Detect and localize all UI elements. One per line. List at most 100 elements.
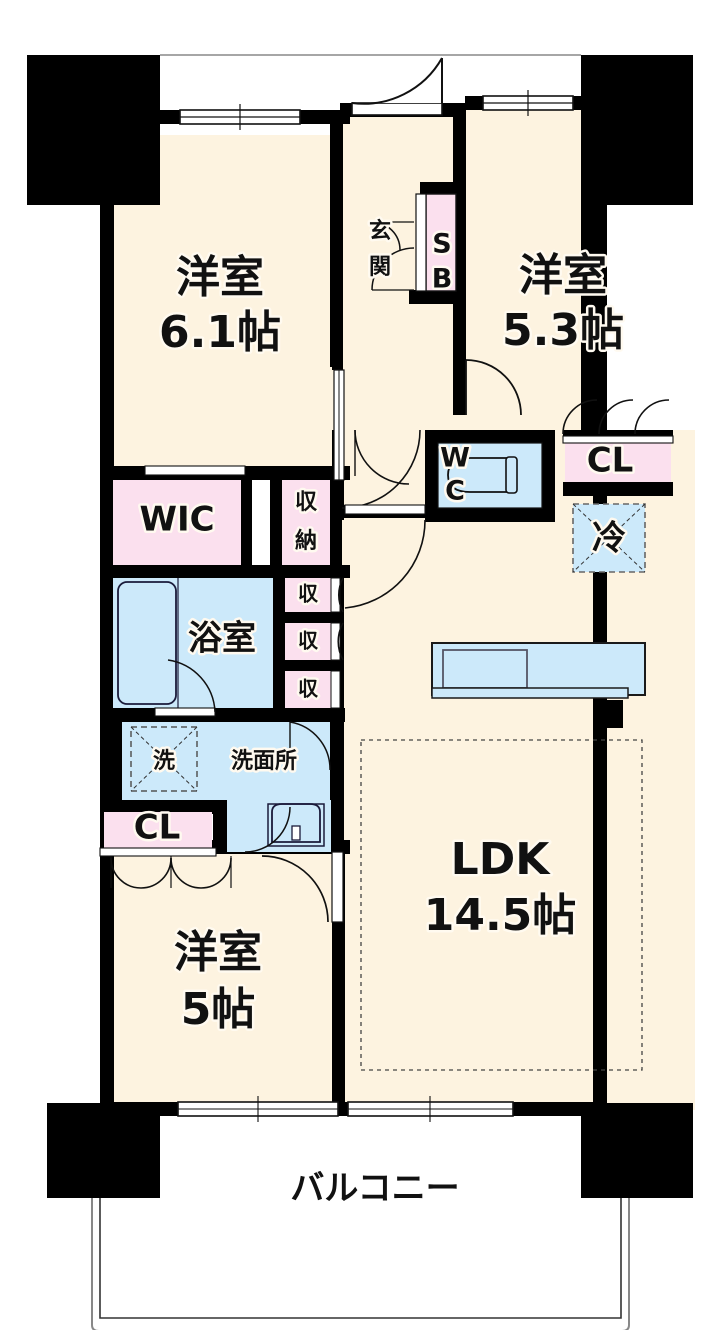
label-shuno-2: 納 — [295, 528, 317, 554]
block-shu-3 — [285, 671, 331, 708]
label-ldk-area: 14.5帖 — [424, 890, 577, 941]
wall-wic-bottom — [100, 565, 350, 578]
bathroom-door-arc — [167, 659, 216, 713]
label-shu-1: 収 — [298, 582, 319, 606]
vanity-cabinet-icon — [267, 803, 325, 847]
label-shuno-1: 収 — [295, 490, 318, 515]
label-wc-2: C — [445, 476, 465, 507]
colored-blocks — [99, 193, 674, 889]
entrance-door-panel-fill — [352, 58, 442, 104]
windows-top — [160, 54, 581, 130]
washroom-door-arc-1 — [289, 721, 331, 771]
shoe-box-door — [415, 193, 427, 292]
block-wic — [113, 480, 241, 565]
wall-wic-right — [240, 466, 252, 574]
label-washitsu-61-area: 6.1帖 — [159, 307, 281, 358]
label-wc-1: W — [440, 443, 470, 474]
wall-ldk-counter-stub — [593, 700, 623, 728]
label-shoe-box-1: S — [432, 229, 451, 260]
wall-53-right — [581, 190, 593, 435]
label-ldk-name: LDK — [451, 834, 552, 885]
bathroom-door-sill — [154, 707, 216, 717]
balcony-inner-rail — [99, 1198, 622, 1319]
room5-door-arc — [261, 855, 329, 923]
kitchen-counter-edge — [431, 687, 629, 699]
wall-closet-div-1 — [285, 612, 332, 623]
label-washroom: 洗面所 — [231, 749, 297, 774]
label-balcony: バルコニー — [290, 1169, 459, 1209]
wall-bath-right — [272, 565, 285, 720]
wall-cl-right-bottom — [563, 482, 673, 496]
cl-right-door-arcs — [562, 399, 670, 435]
label-cl-left: CL — [134, 808, 181, 848]
balcony-area — [91, 1198, 630, 1330]
label-washitsu-53-area: 5.3帖 — [502, 305, 624, 356]
column-bottom-right — [581, 1103, 693, 1198]
kitchen-sink-icon — [442, 649, 528, 689]
door-53-arc — [465, 359, 522, 416]
label-cl-right: CL — [587, 441, 634, 481]
shu-1-arc — [337, 577, 344, 613]
vanity-faucet-icon — [291, 825, 301, 841]
wall-closet-div-3 — [285, 708, 345, 721]
wall-closet-div-2 — [285, 660, 332, 671]
balcony-outer-rail — [91, 1198, 630, 1330]
label-shu-2: 収 — [298, 629, 319, 653]
corridor-door-sill — [344, 504, 426, 515]
label-washitsu-53-name: 洋室 — [519, 250, 607, 301]
washroom-door-arc-2 — [244, 806, 291, 853]
block-shoe-box — [425, 193, 457, 292]
wall-sb-bottom2 — [409, 290, 466, 304]
door-swings — [261, 221, 522, 923]
room5-sliding-door — [331, 851, 344, 923]
block-cl-left — [104, 812, 212, 848]
corridor-door-arc-3 — [344, 519, 426, 609]
column-bottom-left — [47, 1103, 160, 1198]
label-genkan-2: 関 — [369, 255, 391, 280]
fridge-x2 — [572, 503, 646, 573]
cl-right-door-sill — [562, 435, 674, 444]
room-labels: 洋室 6.1帖 洋室 5.3帖 洋室 5帖 LDK 14.5帖 玄 関 S B … — [131, 216, 636, 1209]
ldk-area-outline — [360, 739, 643, 1071]
bathtub-icon — [117, 581, 177, 705]
wall-washroom-right — [330, 722, 344, 852]
toilet-tank-icon — [505, 456, 518, 494]
wall-wc-left — [425, 430, 438, 522]
wall-shuno-left — [270, 466, 282, 574]
label-washitsu-61-name: 洋室 — [176, 252, 264, 303]
cl-left-door-sill — [99, 847, 217, 857]
floor-washitsu-5 — [100, 845, 345, 1110]
shu-2-arc — [337, 622, 344, 661]
wall-wc-top — [425, 430, 555, 443]
windows-bottom — [177, 1096, 514, 1122]
wic-door-sill — [144, 465, 246, 476]
label-washer: 洗 — [153, 749, 175, 774]
wall-bath-left — [100, 565, 113, 720]
wall-cl-left-top — [100, 800, 225, 814]
wall-hall-left-upper — [332, 110, 343, 370]
label-washitsu-5-name: 洋室 — [174, 927, 262, 978]
floor-washitsu-53-top — [465, 103, 593, 198]
shu-2-door — [330, 622, 341, 661]
washer-x2 — [130, 726, 198, 792]
label-genkan-1: 玄 — [369, 218, 391, 244]
block-shu-1 — [285, 578, 331, 612]
label-refrigerator: 冷 — [592, 519, 626, 559]
label-shoe-box-2: B — [432, 264, 453, 295]
entrance-door-sill — [351, 102, 443, 116]
wall-exterior-right — [593, 103, 607, 1115]
label-shu-3: 収 — [298, 677, 319, 701]
label-wic: WIC — [139, 500, 214, 540]
wall-wc-right — [542, 430, 555, 522]
wall-sb-top — [420, 182, 466, 194]
label-bathroom: 浴室 — [188, 619, 256, 659]
shu-1-door — [330, 577, 341, 613]
block-shu-2 — [285, 623, 331, 660]
block-cl-right — [565, 442, 671, 482]
wall-wc-bottom — [425, 508, 555, 522]
shu-3-door — [330, 670, 341, 709]
block-shuno — [282, 480, 330, 565]
label-washitsu-5-area: 5帖 — [181, 984, 256, 1035]
